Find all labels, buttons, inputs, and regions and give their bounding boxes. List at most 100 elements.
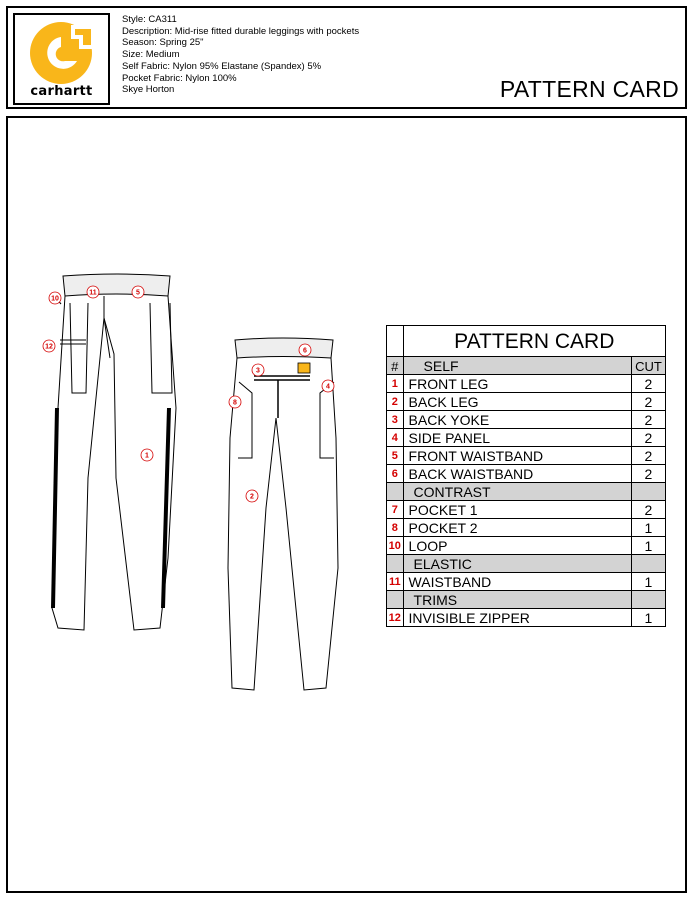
- callout-6-text: 6: [303, 348, 307, 355]
- season-line: Season: Spring 25": [122, 37, 204, 49]
- row-cut-count: 2: [630, 392, 667, 411]
- callout-3: 3: [251, 363, 265, 377]
- row-piece-name: BACK YOKE: [402, 410, 632, 429]
- section-label: CONTRAST: [402, 482, 632, 501]
- row-cut-count: 1: [630, 608, 667, 627]
- section-contrast: CONTRAST: [386, 482, 667, 501]
- row-cut-count: 1: [630, 572, 667, 591]
- row-piece-name: INVISIBLE ZIPPER: [402, 608, 632, 627]
- callout-2-text: 2: [250, 494, 254, 501]
- table-row: 5 FRONT WAISTBAND 2: [386, 446, 667, 465]
- table-row: 7 POCKET 1 2: [386, 500, 667, 519]
- main-panel: 10 11 5 12 1 6: [6, 116, 687, 893]
- leggings-sketch: 10 11 5 12 1 6: [42, 273, 339, 691]
- row-piece-name: LOOP: [402, 536, 632, 555]
- callout-1: 1: [140, 448, 154, 462]
- table-row: 10 LOOP 1: [386, 536, 667, 555]
- col-number-header: #: [386, 356, 404, 375]
- spec-info: Style: CA311 Description: Mid-rise fitte…: [122, 14, 359, 96]
- row-piece-name: FRONT WAISTBAND: [402, 446, 632, 465]
- section-spacer: [630, 590, 667, 609]
- front-view: [51, 273, 177, 631]
- table-header-row: # SELF CUT: [386, 356, 667, 375]
- pattern-card-table: PATTERN CARD # SELF CUT 1 FRONT LEG 2 2 …: [386, 325, 667, 627]
- table-row: 4 SIDE PANEL 2: [386, 428, 667, 447]
- row-piece-name: BACK LEG: [402, 392, 632, 411]
- col-self-header: SELF: [402, 356, 632, 375]
- col-cut-header: CUT: [630, 356, 667, 375]
- row-number: 7: [386, 500, 404, 519]
- section-spacer: [630, 482, 667, 501]
- table-title-row: PATTERN CARD: [386, 325, 667, 357]
- section-spacer: [386, 590, 404, 609]
- row-piece-name: POCKET 1: [402, 500, 632, 519]
- page-title: PATTERN CARD: [499, 76, 679, 102]
- row-number: 12: [386, 608, 404, 627]
- section-trims: TRIMS: [386, 590, 667, 609]
- size-line: Size: Medium: [122, 49, 180, 61]
- callout-12: 12: [42, 339, 56, 353]
- table-row: 3 BACK YOKE 2: [386, 410, 667, 429]
- callout-2: 2: [245, 489, 259, 503]
- back-view: [227, 337, 339, 691]
- callout-8: 8: [228, 395, 242, 409]
- table-row: 6 BACK WAISTBAND 2: [386, 464, 667, 483]
- row-number: 11: [386, 572, 404, 591]
- row-cut-count: 1: [630, 518, 667, 537]
- row-number: 6: [386, 464, 404, 483]
- callout-3-text: 3: [256, 368, 260, 375]
- callout-5-text: 5: [136, 290, 140, 297]
- row-cut-count: 2: [630, 500, 667, 519]
- callout-12-text: 12: [45, 344, 53, 351]
- row-piece-name: WAISTBAND: [402, 572, 632, 591]
- header: carhartt Style: CA311 Description: Mid-r…: [6, 6, 687, 109]
- label-patch-icon: [297, 362, 311, 374]
- sketch-callouts: 10 11 5 12 1 6: [42, 285, 335, 503]
- table-row: 8 POCKET 2 1: [386, 518, 667, 537]
- brand-logo: carhartt: [13, 13, 110, 105]
- table-row: 1 FRONT LEG 2: [386, 374, 667, 393]
- callout-10: 10: [48, 291, 62, 305]
- callout-4: 4: [321, 379, 335, 393]
- description-line: Description: Mid-rise fitted durable leg…: [122, 25, 360, 37]
- callout-6: 6: [298, 343, 312, 357]
- callout-10-text: 10: [51, 296, 59, 303]
- row-number: 4: [386, 428, 404, 447]
- row-piece-name: SIDE PANEL: [402, 428, 632, 447]
- table-title-spacer: [386, 325, 404, 357]
- row-piece-name: BACK WAISTBAND: [402, 464, 632, 483]
- callout-11: 11: [86, 285, 100, 299]
- row-piece-name: POCKET 2: [402, 518, 632, 537]
- section-spacer: [386, 554, 404, 573]
- carhartt-c-icon: [30, 22, 95, 84]
- section-label: ELASTIC: [402, 554, 632, 573]
- row-number: 1: [386, 374, 404, 393]
- style-line: Style: CA311: [122, 14, 177, 25]
- section-spacer: [386, 482, 404, 501]
- brand-wordmark: carhartt: [30, 84, 93, 99]
- section-spacer: [630, 554, 667, 573]
- row-number: 10: [386, 536, 404, 555]
- row-cut-count: 2: [630, 446, 667, 465]
- callout-11-text: 11: [89, 290, 97, 297]
- section-elastic: ELASTIC: [386, 554, 667, 573]
- row-number: 5: [386, 446, 404, 465]
- table-title: PATTERN CARD: [402, 325, 667, 357]
- row-number: 2: [386, 392, 404, 411]
- callout-8-text: 8: [233, 400, 237, 407]
- row-piece-name: FRONT LEG: [402, 374, 632, 393]
- row-cut-count: 2: [630, 410, 667, 429]
- row-cut-count: 1: [630, 536, 667, 555]
- section-label: TRIMS: [402, 590, 632, 609]
- row-cut-count: 2: [630, 374, 667, 393]
- row-number: 3: [386, 410, 404, 429]
- row-cut-count: 2: [630, 428, 667, 447]
- table-row: 12 INVISIBLE ZIPPER 1: [386, 608, 667, 627]
- callout-4-text: 4: [326, 384, 330, 391]
- callout-1-text: 1: [145, 453, 149, 460]
- callout-5: 5: [131, 285, 145, 299]
- table-row: 11 WAISTBAND 1: [386, 572, 667, 591]
- table-row: 2 BACK LEG 2: [386, 392, 667, 411]
- row-number: 8: [386, 518, 404, 537]
- designer-line: Skye Horton: [122, 84, 175, 96]
